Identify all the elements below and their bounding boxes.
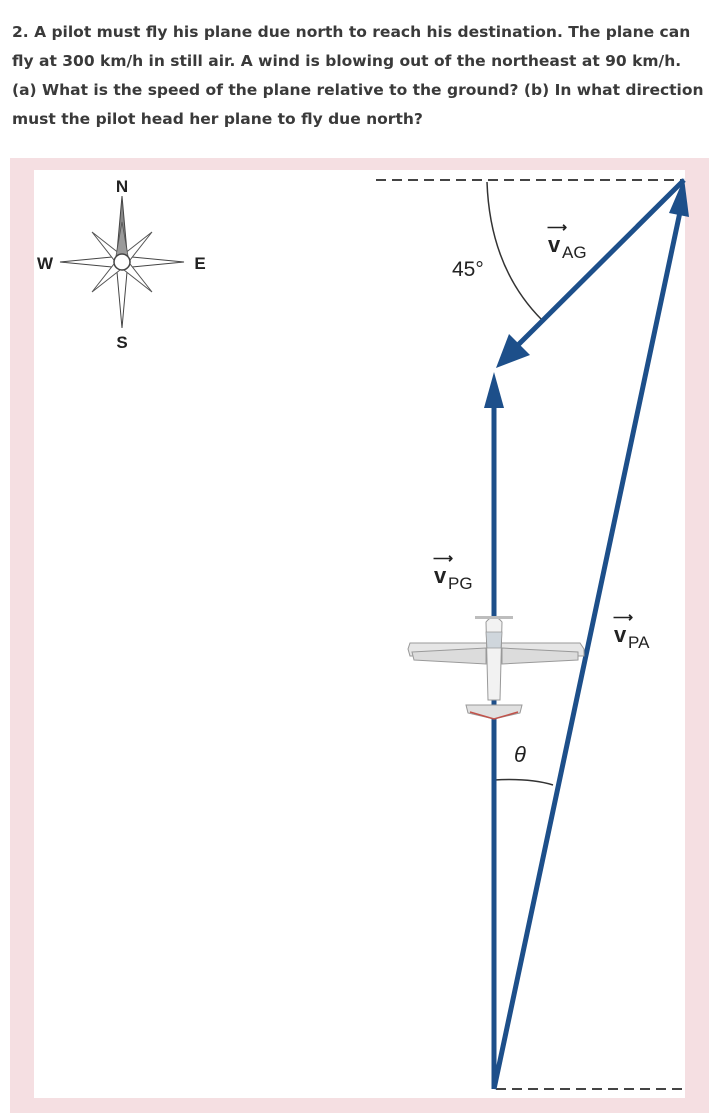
airplane-icon (407, 616, 585, 720)
vpa-subscript: PA (628, 633, 650, 652)
vpg-arrow-accent: ⟶ (433, 550, 453, 566)
vpg-symbol: v (434, 563, 447, 588)
compass-west-label: W (37, 254, 54, 273)
angle-theta-label: θ (514, 742, 526, 767)
vpa-arrow-accent: ⟶ (613, 609, 633, 625)
vpa-symbol: v (614, 622, 627, 647)
vpg-subscript: PG (448, 574, 473, 593)
compass-north-label: N (116, 177, 128, 196)
angle-45-label: 45° (452, 258, 484, 281)
compass-south-label: S (116, 333, 127, 352)
vpg-label: ⟶ v PG (433, 550, 473, 593)
compass-east-label: E (194, 254, 205, 273)
vpa-label: ⟶ v PA (613, 609, 650, 652)
vag-symbol: v (548, 232, 561, 257)
vag-subscript: AG (562, 243, 587, 262)
vpa-vector-line (491, 211, 683, 1090)
vag-vector-line (514, 178, 686, 349)
figure-panel (34, 170, 685, 1098)
vag-arrowhead (496, 334, 530, 368)
problem-statement: 2. A pilot must fly his plane due north … (12, 23, 704, 128)
angle-45-arc (486, 181, 543, 321)
vag-arrow-accent: ⟶ (547, 219, 567, 235)
vag-label: ⟶ v AG (547, 219, 587, 262)
angle-theta-arc (493, 778, 554, 786)
compass-rose-icon (59, 195, 185, 329)
vpg-arrowhead (484, 372, 504, 408)
vpa-arrowhead (669, 178, 689, 217)
